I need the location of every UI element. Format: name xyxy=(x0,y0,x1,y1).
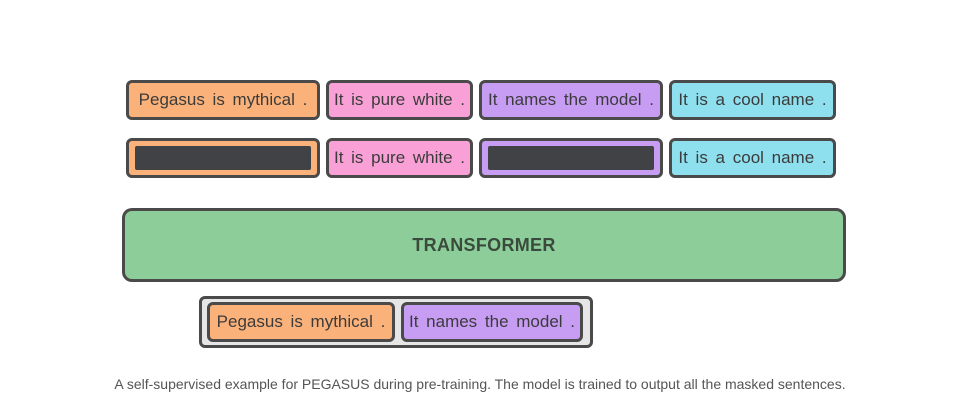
sentence-chip-3: It names the model . xyxy=(479,80,663,120)
output-chip-1: Pegasus is mythical . xyxy=(207,302,395,342)
masked-sentence-row: It is pure white . It is a cool name . xyxy=(126,138,836,178)
sentence-chip-1: Pegasus is mythical . xyxy=(126,80,320,120)
output-chip-2: It names the model . xyxy=(401,302,583,342)
transformer-label: TRANSFORMER xyxy=(412,234,556,255)
masked-chip-3 xyxy=(479,138,663,178)
figure-caption: A self-supervised example for PEGASUS du… xyxy=(114,376,846,392)
sentence-text-3: It names the model . xyxy=(487,90,655,109)
sentence-text-4: It is a cool name . xyxy=(678,90,827,109)
masked-row-text-2: It is pure white . xyxy=(333,148,466,167)
sentence-chip-2: It is pure white . xyxy=(326,80,473,120)
sentence-text-1: Pegasus is mythical . xyxy=(138,90,308,109)
output-text-2: It names the model . xyxy=(408,312,576,331)
output-text-1: Pegasus is mythical . xyxy=(216,312,386,331)
masked-row-chip-4: It is a cool name . xyxy=(669,138,836,178)
mask-token-bar xyxy=(488,146,654,170)
faded-background-text xyxy=(72,6,932,30)
masked-row-text-4: It is a cool name . xyxy=(678,148,827,167)
transformer-block: TRANSFORMER xyxy=(122,208,846,282)
sentence-chip-4: It is a cool name . xyxy=(669,80,836,120)
masked-row-chip-2: It is pure white . xyxy=(326,138,473,178)
input-sentence-row: Pegasus is mythical . It is pure white .… xyxy=(126,80,836,120)
output-sentence-group: Pegasus is mythical . It names the model… xyxy=(199,296,593,348)
masked-chip-1 xyxy=(126,138,320,178)
sentence-text-2: It is pure white . xyxy=(333,90,466,109)
mask-token-bar xyxy=(135,146,311,170)
